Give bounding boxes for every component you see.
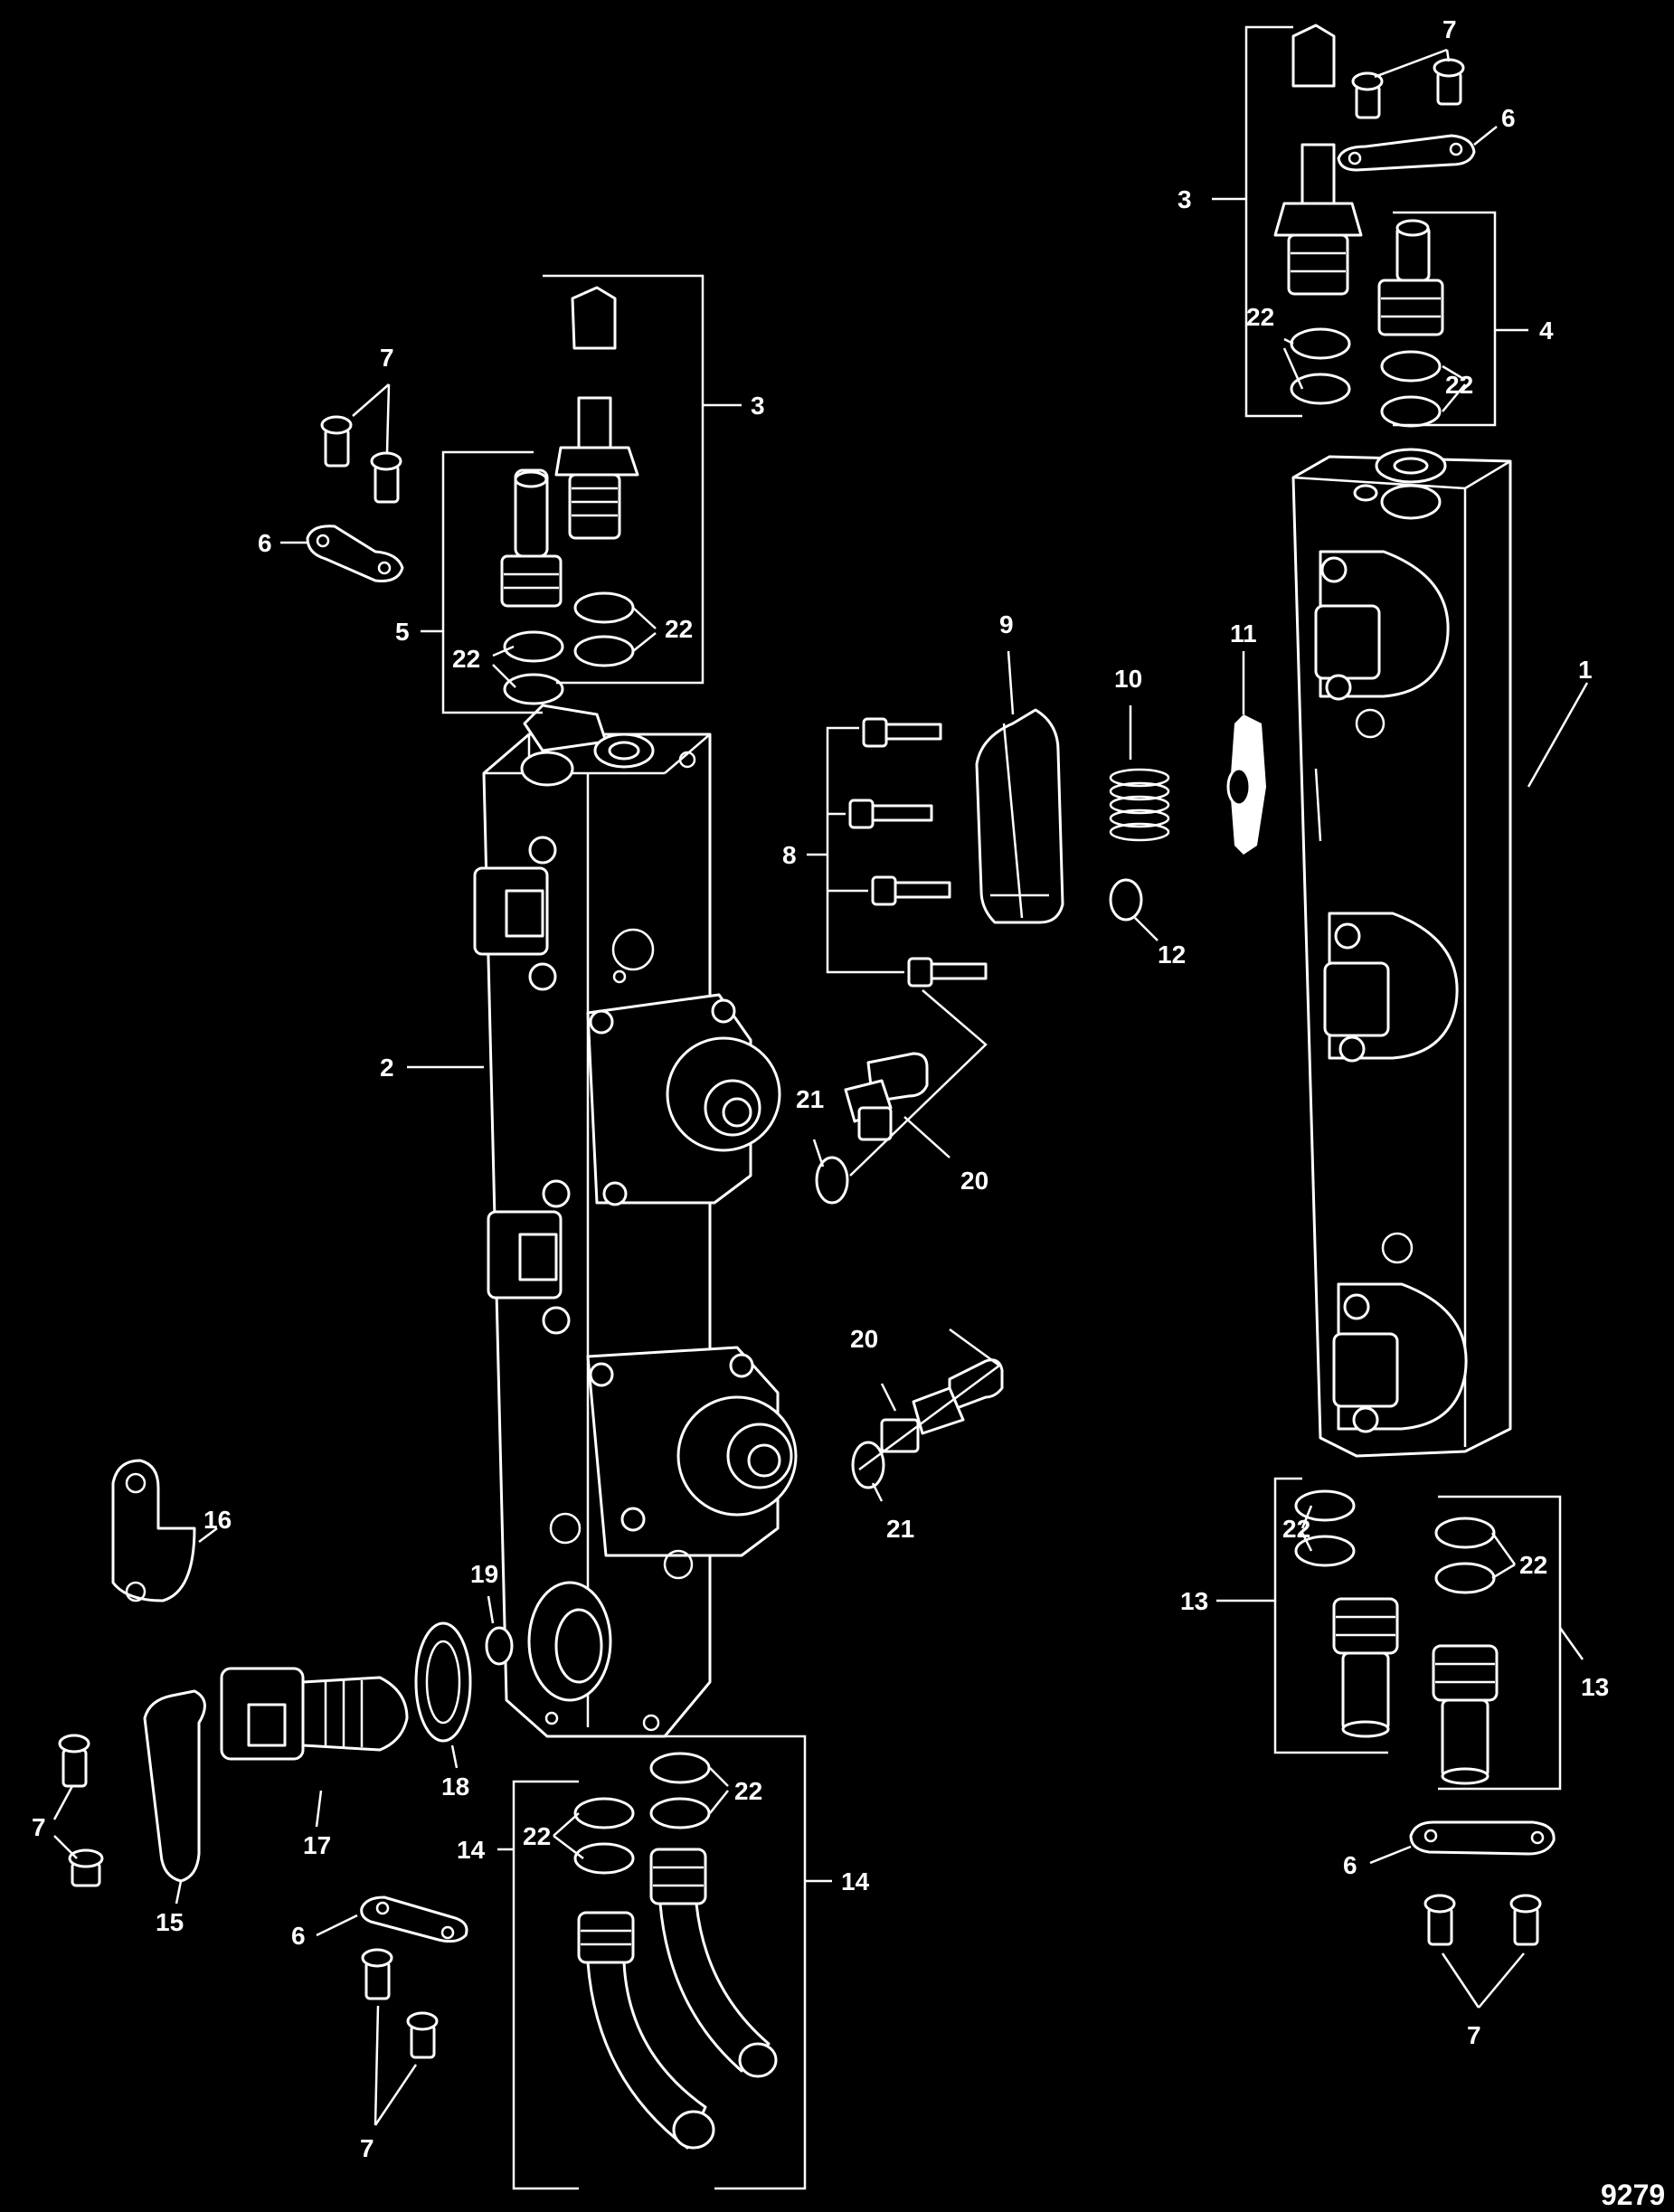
spring (1109, 768, 1170, 842)
callout-8: 8 (782, 841, 797, 869)
callout-10: 10 (1114, 665, 1142, 693)
o-ring-leaders (492, 337, 1517, 1859)
callout-7: 7 (1442, 15, 1457, 43)
callout-5: 5 (395, 618, 410, 646)
callout-14: 14 (841, 1867, 870, 1895)
callout-11: 11 (1230, 619, 1257, 648)
callout-4: 4 (1539, 317, 1554, 345)
callout-16: 16 (203, 1506, 232, 1534)
callout-22: 22 (1246, 303, 1274, 331)
callout-6: 6 (1501, 104, 1516, 132)
left-fitting-assemblies (421, 274, 742, 714)
bolts-8 (807, 717, 988, 988)
callout-7: 7 (1467, 2021, 1481, 2049)
callout-2: 2 (380, 1054, 394, 1082)
right-fuel-rail (1291, 448, 1512, 1458)
callout-22: 22 (452, 645, 480, 673)
callout-3: 3 (751, 392, 765, 420)
callout-22: 22 (734, 1777, 762, 1805)
callout-3: 3 (1177, 185, 1192, 213)
callout-19: 19 (470, 1560, 498, 1588)
callout-22: 22 (665, 615, 693, 643)
callout-22: 22 (1445, 371, 1473, 399)
callout-7: 7 (360, 2134, 374, 2162)
fittings-20-21 (812, 989, 1004, 1502)
callout-7: 7 (380, 344, 394, 372)
callout-22: 22 (1282, 1515, 1310, 1543)
callout-17: 17 (303, 1831, 331, 1859)
callout-13: 13 (1581, 1673, 1609, 1701)
callout-6: 6 (258, 529, 272, 557)
callout-21: 21 (796, 1085, 824, 1113)
callout-1: 1 (1578, 656, 1593, 684)
callout-7: 7 (32, 1813, 46, 1841)
hose-assemblies-14 (497, 1735, 832, 2190)
callout-20: 20 (850, 1325, 878, 1353)
callout-20: 20 (960, 1167, 988, 1195)
callout-13: 13 (1180, 1587, 1208, 1615)
callout-6: 6 (291, 1922, 306, 1950)
callout-12: 12 (1158, 941, 1186, 969)
callout-14: 14 (457, 1836, 486, 1864)
center-parts (407, 650, 1589, 1069)
callout-18: 18 (441, 1772, 469, 1801)
figure-number: 9279 (1601, 2179, 1665, 2211)
callout-22: 22 (1519, 1551, 1547, 1579)
callout-15: 15 (156, 1908, 184, 1936)
left-top-screws (280, 383, 404, 582)
right-fitting-assemblies (1212, 24, 1528, 428)
callout-22: 22 (523, 1822, 551, 1850)
callout-labels: 1 2 3 3 4 5 6 6 6 6 7 7 7 7 7 8 9 10 11 … (32, 15, 1609, 2162)
callout-21: 21 (886, 1515, 914, 1543)
callout-9: 9 (999, 610, 1014, 638)
callout-6: 6 (1343, 1851, 1357, 1879)
lower-left-parts (52, 1459, 514, 2126)
left-fuel-rail (473, 704, 798, 1738)
lower-right-parts (1216, 1477, 1584, 2009)
